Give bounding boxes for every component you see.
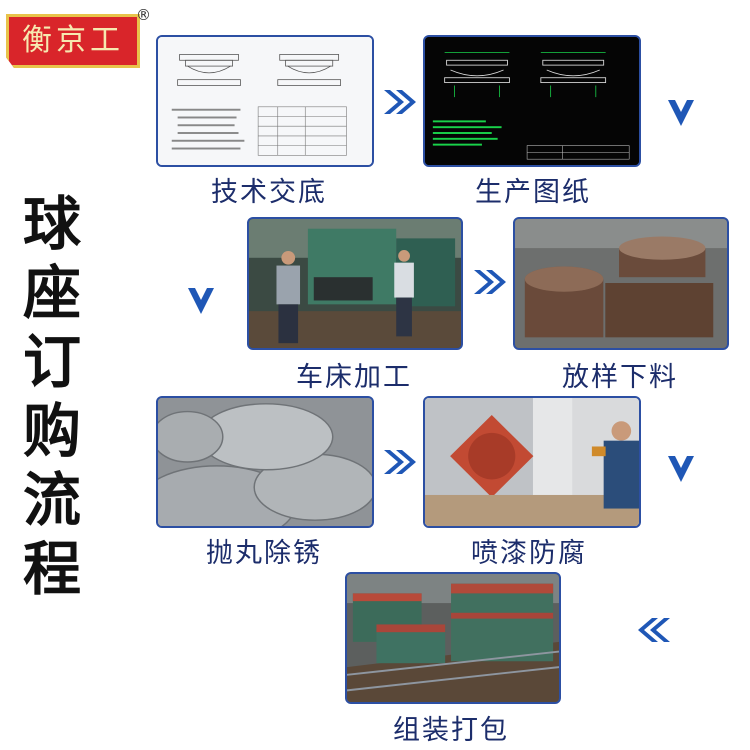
step-shot-blasting-image — [156, 396, 374, 528]
arrow-right-icon — [384, 90, 416, 114]
process-title: 球 座 订 购 流 程 — [20, 190, 84, 604]
brand-logo: 衡京工 — [6, 14, 140, 68]
step-lathe-machining-image — [247, 217, 463, 350]
arrow-down-icon — [188, 288, 214, 314]
arrow-right-icon — [474, 270, 506, 294]
step-cutting-material-image — [513, 217, 729, 350]
title-char: 订 — [22, 328, 81, 396]
title-char: 座 — [22, 259, 81, 327]
step-technical-briefing-image — [156, 35, 374, 167]
step-label: 技术交底 — [211, 177, 327, 208]
step-label: 组装打包 — [393, 715, 509, 746]
step-label: 放样下料 — [562, 362, 678, 393]
title-char: 购 — [22, 397, 81, 465]
step-label: 抛丸除锈 — [206, 538, 322, 569]
title-char: 流 — [22, 466, 81, 534]
arrow-right-icon — [384, 450, 416, 474]
step-label: 生产图纸 — [475, 177, 591, 208]
arrow-down-icon — [668, 100, 694, 126]
step-drawings-image — [423, 35, 641, 167]
arrow-down-icon — [668, 456, 694, 482]
step-assembly-packing-image — [345, 572, 561, 704]
logo-text: 衡京工 — [22, 23, 124, 58]
step-label: 喷漆防腐 — [471, 538, 587, 569]
arrow-left-icon — [638, 618, 670, 642]
title-char: 程 — [22, 535, 81, 603]
step-label: 车床加工 — [296, 362, 412, 393]
step-spray-painting-image — [423, 396, 641, 528]
title-char: 球 — [22, 190, 81, 258]
registered-mark: ® — [136, 6, 151, 24]
